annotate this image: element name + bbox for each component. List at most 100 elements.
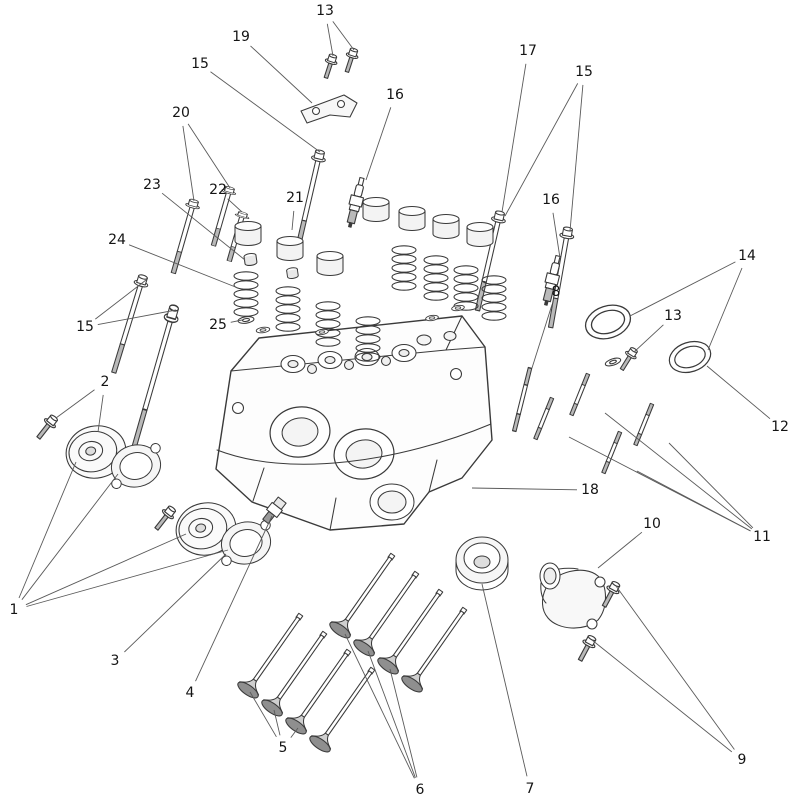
leader-line [706,365,771,420]
callout-label: 19 [232,29,250,45]
water-outlet-bore [377,490,407,514]
callout-label: 20 [172,105,190,121]
callout-label: 25 [209,317,227,333]
leader-line [290,727,299,738]
valve-guide-hole [398,348,410,358]
leader-line [569,84,584,232]
leader-line [591,639,733,753]
cylinder-head-bolt [106,272,151,376]
callout-label: 11 [753,529,771,545]
bolt-boss [231,401,245,415]
callout-label: 10 [643,516,661,532]
valve-guide-hole [324,355,336,365]
cylinder-head-bolt [125,302,183,455]
callout-label: 3 [111,653,120,669]
valve-stem-seal [285,266,299,280]
leader-line [707,267,743,351]
mounting-bracket [300,94,358,124]
callout-label: 23 [143,177,161,193]
callout-label: 14 [738,248,756,264]
leader-line [633,324,664,353]
valve-spring [481,275,507,321]
thermostat-housing [539,562,607,630]
flange-bolt [150,503,179,534]
valve [282,643,360,738]
tappet-bucket [276,235,304,262]
callout-label: 5 [279,740,288,756]
tappet-bucket [432,213,460,240]
leader-line [552,212,561,259]
flange-bolt [340,46,361,75]
valve-spring [391,245,417,291]
valve [374,583,452,678]
temperature-sensor [262,496,287,525]
tappet-bucket [398,205,426,232]
leader-line [291,210,295,231]
leader-line [367,650,416,778]
valve [306,661,384,756]
leader-line [195,515,273,682]
flange-bolt [573,632,600,665]
cam-journal-port [269,406,331,458]
valve-spring [423,255,449,301]
leader-line [604,412,753,530]
leader-line [365,107,392,181]
stud [569,372,591,417]
leader-line [597,531,643,569]
flange-bolt [319,52,340,81]
valve [326,547,404,642]
parts-layer [32,46,716,756]
leader-line [249,691,277,738]
callout-label: 16 [542,192,560,208]
thermostat [455,536,509,591]
callout-label: 15 [575,64,593,80]
valve-spring [233,271,259,317]
callout-label: 13 [664,308,682,324]
valve-guide-hole [361,352,373,362]
leader-line [273,709,281,736]
bolt-boss [449,367,463,381]
leader-line [95,279,147,320]
callout-label: 15 [76,319,94,335]
valve-spring [453,265,479,311]
callout-label: 22 [209,182,227,198]
leader-line [21,473,119,600]
callout-label: 12 [771,419,789,435]
tappet-bucket [466,221,494,248]
plug-well [306,363,318,375]
callout-label: 7 [526,781,535,797]
tappet-bucket [316,250,344,277]
callout-label: 16 [386,87,404,103]
head-rib [428,459,438,493]
washer [603,355,623,369]
leader-line [344,633,415,779]
callout-label: 1 [10,602,19,618]
plug-well [343,359,355,371]
spring-seat [255,325,271,335]
leader-line [471,487,578,491]
o-ring [580,299,636,345]
valve [350,565,428,660]
leader-line [504,83,579,217]
callout-label: 18 [581,482,599,498]
leader-line [124,553,227,653]
leader-line [55,389,95,419]
callout-label: 17 [519,43,537,59]
leader-line [501,63,527,213]
valve [398,601,476,696]
leader-line [531,304,553,369]
stud [511,366,533,433]
deck-boss [416,334,432,346]
leader-line [250,45,313,104]
leader-line [668,442,754,529]
valve-spring [275,286,301,332]
head-rib [329,497,337,531]
leader-line [615,585,735,750]
leader-line [332,21,355,51]
plug-well [380,355,392,367]
cylinder-head [215,315,493,531]
valve-stem-seal [243,252,258,267]
stud [533,396,555,441]
